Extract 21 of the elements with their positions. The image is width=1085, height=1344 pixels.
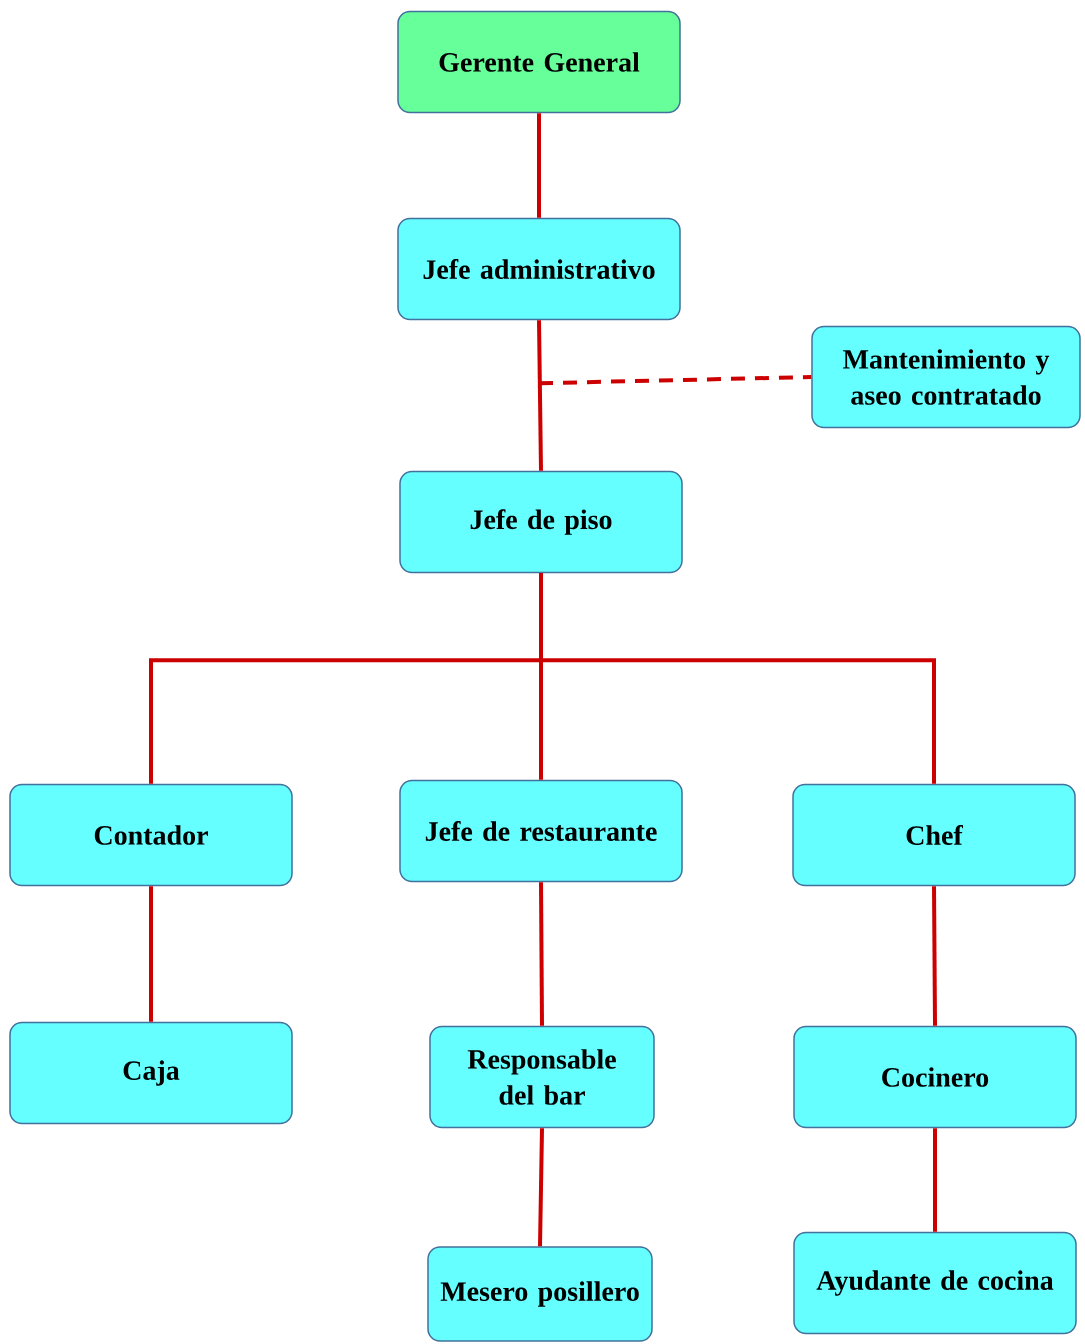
connector-line — [538, 375, 812, 386]
connector-line — [932, 886, 937, 1026]
connector-line — [539, 882, 544, 1026]
connector-line — [933, 1128, 937, 1232]
org-box: Chef — [792, 783, 1076, 887]
org-box: Caja — [9, 1021, 293, 1125]
org-box: Responsable del bar — [429, 1025, 655, 1129]
org-box: Mantenimiento y aseo contratado — [811, 325, 1081, 429]
org-box: Jefe de restaurante — [399, 779, 683, 883]
connector-line — [537, 113, 541, 218]
org-box: Cocinero — [793, 1025, 1077, 1129]
org-box: Contador — [9, 783, 293, 887]
org-box: Jefe de piso — [399, 470, 683, 574]
connector-line — [149, 886, 153, 1022]
org-box: Jefe administrativo — [397, 217, 681, 321]
org-box: Mesero posillero — [427, 1246, 653, 1342]
connector-line — [537, 320, 543, 471]
connector-line — [538, 1128, 544, 1247]
connector-line — [539, 573, 936, 784]
org-box: Ayudante de cocina — [793, 1231, 1077, 1335]
org-box: Gerente General — [397, 10, 681, 114]
